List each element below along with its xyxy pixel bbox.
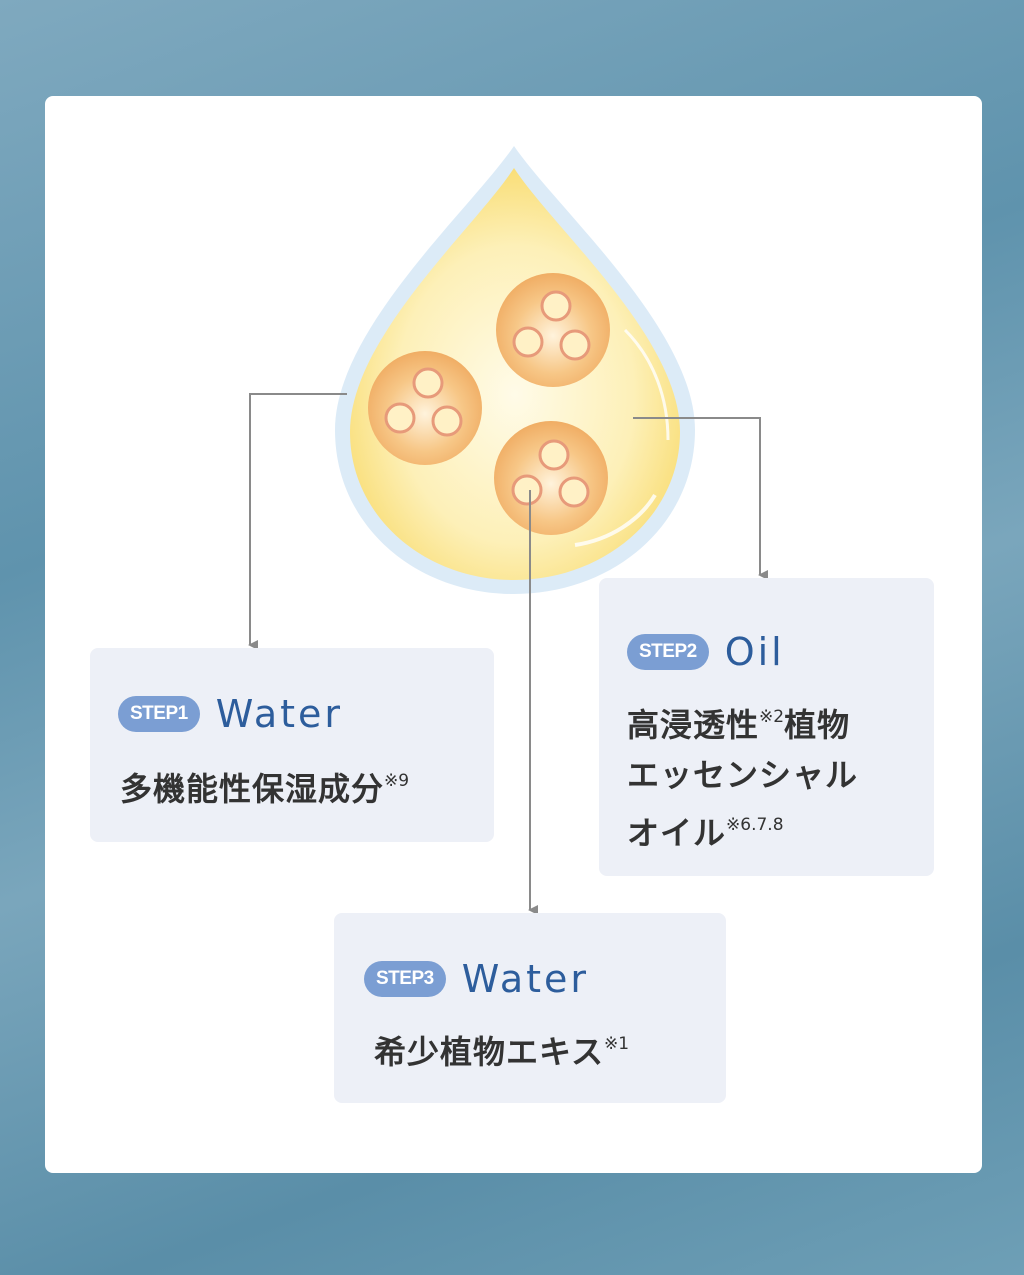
step1-badge: STEP1 xyxy=(118,696,200,732)
step3-box: STEP3 Water 希少植物エキス※1 xyxy=(334,913,726,1103)
step2-box: STEP2 Oil 高浸透性※2植物 エッセンシャル オイル※6.7.8 xyxy=(599,578,934,876)
particle xyxy=(368,351,482,465)
step3-title: Water xyxy=(461,957,590,1001)
connector-step2 xyxy=(633,417,768,580)
step2-badge: STEP2 xyxy=(627,634,709,670)
step3-description: 希少植物エキス※1 xyxy=(374,1033,630,1071)
step1-box: STEP1 Water 多機能性保湿成分※9 xyxy=(90,648,494,842)
step2-description: 高浸透性※2植物 エッセンシャル オイル※6.7.8 xyxy=(627,706,859,852)
step1-description: 多機能性保湿成分※9 xyxy=(120,770,410,808)
emulsion-particles xyxy=(368,273,610,535)
particle xyxy=(496,273,610,387)
connector-step1 xyxy=(248,393,347,650)
particle xyxy=(494,421,608,535)
step3-badge: STEP3 xyxy=(364,961,446,997)
step2-title: Oil xyxy=(724,630,785,674)
step1-title: Water xyxy=(215,692,344,736)
